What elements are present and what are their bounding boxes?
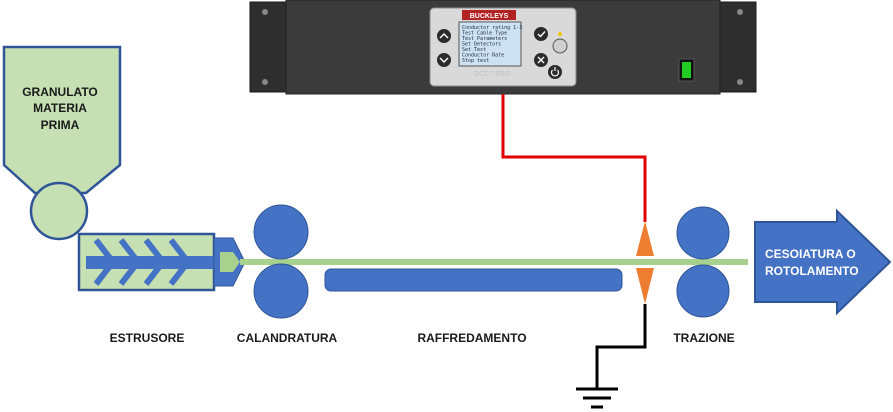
stage-label-calender: CALANDRATURA: [237, 331, 338, 345]
extruder-screw-icon: [86, 238, 214, 286]
ground-icon: [576, 387, 618, 409]
power-soft-button[interactable]: [548, 65, 562, 79]
lcd-text-line: Test Cable Type: [462, 31, 507, 37]
extruder-die-tip: [220, 252, 240, 272]
lcd-text-line: Set Detectors: [462, 42, 501, 48]
rack-screw-icon: [737, 79, 743, 85]
calender-roller-bottom: [253, 263, 309, 319]
rotary-knob[interactable]: [552, 38, 568, 54]
extruder: [77, 232, 246, 292]
hopper-label-line: PRIMA: [41, 118, 80, 132]
status-led-icon: [558, 32, 562, 36]
signal-wire: [501, 94, 647, 222]
rack-screw-icon: [262, 9, 268, 15]
hopper-body: [2, 45, 122, 195]
lcd-text-line: Conductor rating 1-3: [462, 25, 522, 31]
product-strand: [240, 259, 748, 265]
traction-roller-bottom: [676, 264, 730, 318]
lcd-text-line: Conductor Rate: [462, 53, 504, 59]
hopper-label-line: GRANULATO: [22, 85, 98, 99]
instrument-model: DCCT PRO: [474, 71, 511, 78]
lcd-screen: [458, 21, 522, 67]
ground-wire: [595, 304, 647, 388]
lcd-text-line: Stop test: [462, 58, 489, 64]
traction-roller-top: [676, 206, 730, 260]
electrode-top-icon: [636, 221, 654, 256]
instrument-brand: BUCKLEYS: [470, 13, 509, 20]
output-label-line: ROTOLAMENTO: [765, 264, 859, 278]
stage-label-cooling: RAFFREDAMENTO: [417, 331, 526, 345]
lcd-text-line: Test Parameters: [462, 36, 507, 42]
output-label-line: CESOIATURA O: [765, 247, 856, 261]
lcd-text-line: Set Test: [462, 47, 486, 53]
close-icon: [537, 56, 545, 64]
hopper: GRANULATO MATERIA PRIMA: [2, 45, 122, 241]
chevron-up-icon: [439, 33, 449, 39]
down-arrow-button[interactable]: [437, 53, 451, 67]
calender-roller-top: [253, 204, 309, 260]
chevron-down-icon: [439, 57, 449, 63]
electrode-bottom-icon: [636, 268, 654, 304]
stage-label-extruder: ESTRUSORE: [110, 331, 185, 345]
cooling-trough: [324, 268, 623, 292]
rack-ear-right: [717, 1, 757, 93]
confirm-button[interactable]: [534, 27, 548, 41]
rack-ear-left: [249, 1, 289, 93]
power-icon: [550, 67, 560, 77]
output-arrow: [754, 208, 892, 316]
hopper-label-line: MATERIA: [33, 101, 87, 115]
brand-plate: [462, 10, 516, 20]
hopper-feed-throat: [29, 181, 89, 241]
stage-label-traction: TRAZIONE: [673, 331, 734, 345]
power-switch-rocker: [682, 62, 691, 78]
rack-screw-icon: [737, 9, 743, 15]
rack-screw-icon: [262, 79, 268, 85]
check-icon: [537, 31, 546, 38]
up-arrow-button[interactable]: [437, 29, 451, 43]
